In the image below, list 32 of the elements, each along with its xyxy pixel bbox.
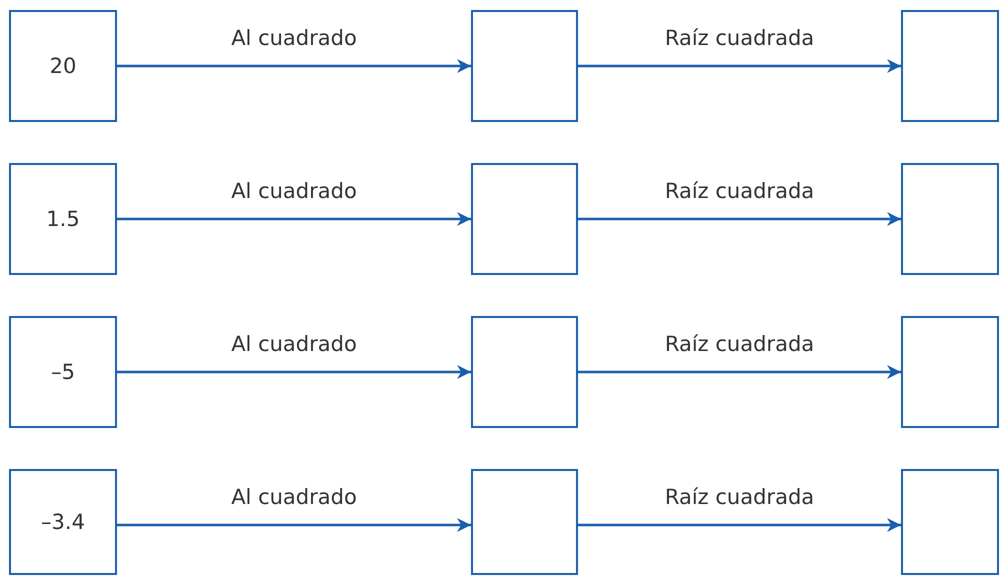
number-box (471, 316, 578, 428)
edge-label: Raíz cuadrada (664, 332, 814, 356)
number-box (901, 10, 999, 122)
number-box (901, 316, 999, 428)
arrow (117, 212, 471, 226)
number-box (9, 10, 117, 122)
number-box (471, 10, 578, 122)
arrow (117, 59, 471, 73)
number-box (9, 163, 117, 275)
arrow (578, 518, 901, 532)
edge-label: Raíz cuadrada (664, 179, 814, 203)
arrow (117, 518, 471, 532)
number-text: 20 (50, 54, 76, 78)
edge-label: Raíz cuadrada (664, 485, 814, 509)
number-text: –5 (51, 360, 75, 384)
number-box (471, 469, 578, 575)
arrow (578, 365, 901, 379)
arrow (578, 212, 901, 226)
number-text: –3.4 (41, 510, 85, 534)
edge-label: Al cuadrado (231, 26, 357, 50)
edge-label: Al cuadrado (231, 179, 357, 203)
number-box (471, 163, 578, 275)
number-box (901, 163, 999, 275)
edge-label: Al cuadrado (231, 485, 357, 509)
edge-label: Raíz cuadrada (664, 26, 814, 50)
arrow (117, 365, 471, 379)
number-box (9, 469, 117, 575)
arrow (578, 59, 901, 73)
number-box (9, 316, 117, 428)
edge-label: Al cuadrado (231, 332, 357, 356)
number-box (901, 469, 999, 575)
number-text: 1.5 (46, 207, 80, 231)
